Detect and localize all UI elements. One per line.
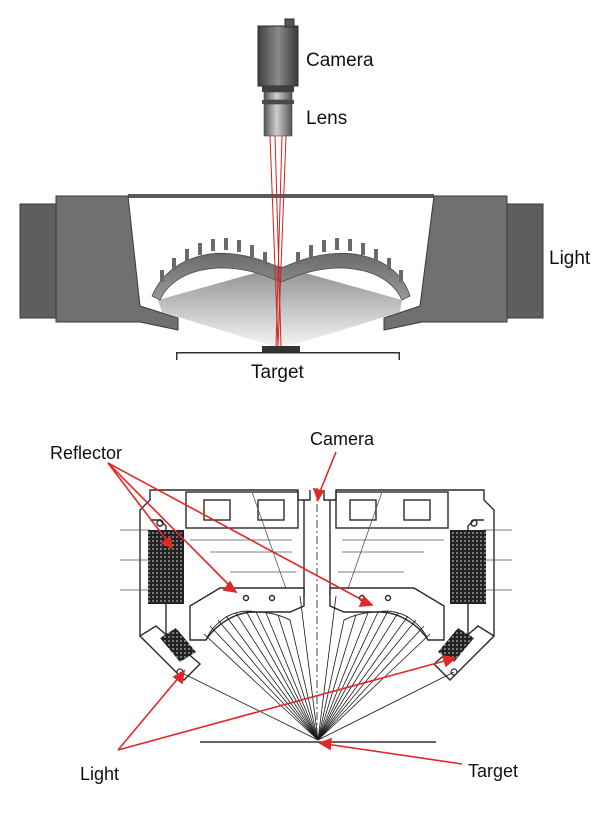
reflector-fins	[205, 610, 429, 641]
top-diagram: Camera Lens Light Target	[19, 18, 591, 383]
label-camera: Camera	[306, 50, 374, 71]
reflector-fins	[160, 238, 403, 282]
label-reflector: Reflector	[50, 443, 122, 463]
label-light: Light	[549, 248, 591, 269]
label-lens: Lens	[306, 108, 347, 129]
label-target: Target	[468, 761, 518, 781]
label-camera: Camera	[310, 429, 375, 449]
camera-body	[257, 18, 299, 87]
target-stage	[176, 346, 400, 360]
light-module-left	[138, 625, 202, 681]
light-housing-right	[383, 195, 544, 331]
lens-body	[262, 86, 294, 137]
reflector-plate-right	[329, 587, 445, 641]
light-top-plate	[128, 194, 434, 198]
housing-detail-lines	[120, 491, 512, 601]
leader-lines	[107, 451, 463, 765]
label-light: Light	[80, 764, 119, 784]
led-array-right	[450, 530, 486, 604]
light-housing-left	[19, 195, 179, 331]
reflector-plate-left	[189, 587, 305, 641]
ray-fan	[179, 595, 455, 741]
label-target: Target	[251, 362, 305, 383]
camera-beam	[269, 135, 287, 347]
bottom-diagram: Reflector Camera Light Target	[50, 429, 518, 784]
